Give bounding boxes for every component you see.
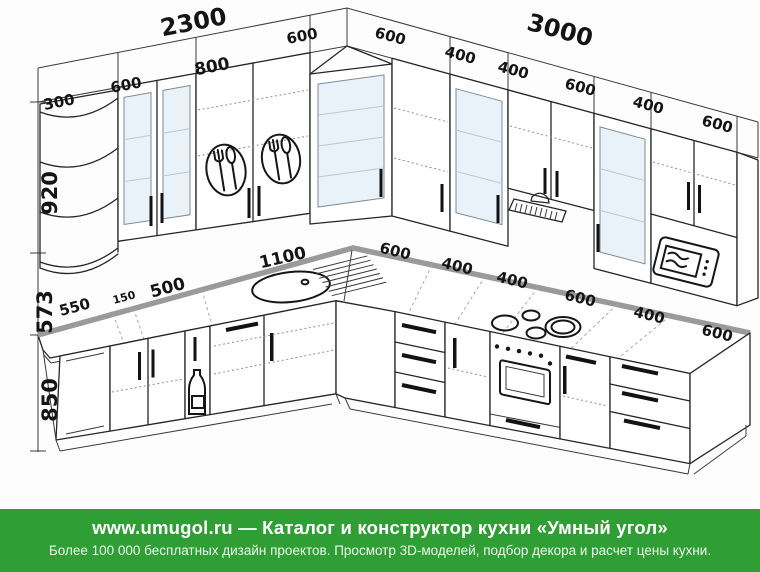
extractor-hood-icon <box>508 192 567 223</box>
dim-counter-left-1: 150 <box>111 288 137 307</box>
upper-glass-cabinet-400 <box>449 73 509 247</box>
dim-upper-left-1: 600 <box>109 73 143 97</box>
base-sink-cabinet-1100 <box>209 300 337 416</box>
oven-icon <box>489 344 561 430</box>
base-side-panel <box>689 332 751 465</box>
sink-icon <box>251 255 387 304</box>
bottle-icon <box>188 369 206 415</box>
drainboard-lines <box>312 255 387 297</box>
dim-upper-left-0: 300 <box>42 90 76 114</box>
upper-corner-glass-cabinet <box>309 45 393 225</box>
base-cabinets-left-wing <box>42 300 341 452</box>
upper-decal-cabinet-800 <box>195 52 311 231</box>
base-two-door-cabinet <box>109 330 186 432</box>
base-three-drawer-unit-600 <box>609 356 691 465</box>
footer-subtitle: Более 100 000 бесплатных дизайн проектов… <box>48 543 712 558</box>
base-door-cabinet-400 <box>444 321 491 427</box>
upper-tall-glass-cabinet-400 <box>593 112 652 284</box>
upper-cabinets-left-wall <box>39 45 393 275</box>
upper-microwave-cabinet-600 <box>650 128 738 307</box>
upper-cabinet-side-panel <box>736 151 759 307</box>
plinth-left <box>55 393 341 452</box>
microwave-icon <box>652 236 720 288</box>
dim-upper-left-3: 600 <box>285 24 319 48</box>
upper-glass-cabinet-600 <box>117 72 197 242</box>
base-oven-cabinet-600 <box>489 330 561 440</box>
height-dimension-line <box>30 68 46 452</box>
base-bottle-pullout-150 <box>184 325 211 420</box>
upper-cabinets-right-wall <box>391 57 759 307</box>
plinth-right <box>344 397 747 475</box>
upper-plain-cabinet-400 <box>391 57 451 232</box>
cooktop-icon <box>491 309 582 340</box>
footer-site-title: www.umugol.ru — Каталог и конструктор ку… <box>92 517 668 538</box>
cutlery-decal-icon <box>205 143 247 197</box>
countertop-back-edge <box>37 245 751 338</box>
base-corner-panel <box>335 300 396 409</box>
cutlery-decal-icon <box>260 133 302 185</box>
footer-banner: www.umugol.ru — Каталог и конструктор ку… <box>0 509 760 572</box>
base-door-cabinet-400b <box>559 345 611 450</box>
dim-height-base: 850 <box>38 378 62 422</box>
dim-height-gap: 573 <box>33 290 57 334</box>
base-drawer-unit-400 <box>394 310 446 418</box>
dim-height-upper: 920 <box>38 171 62 215</box>
base-cabinets-right-wing <box>335 300 751 475</box>
